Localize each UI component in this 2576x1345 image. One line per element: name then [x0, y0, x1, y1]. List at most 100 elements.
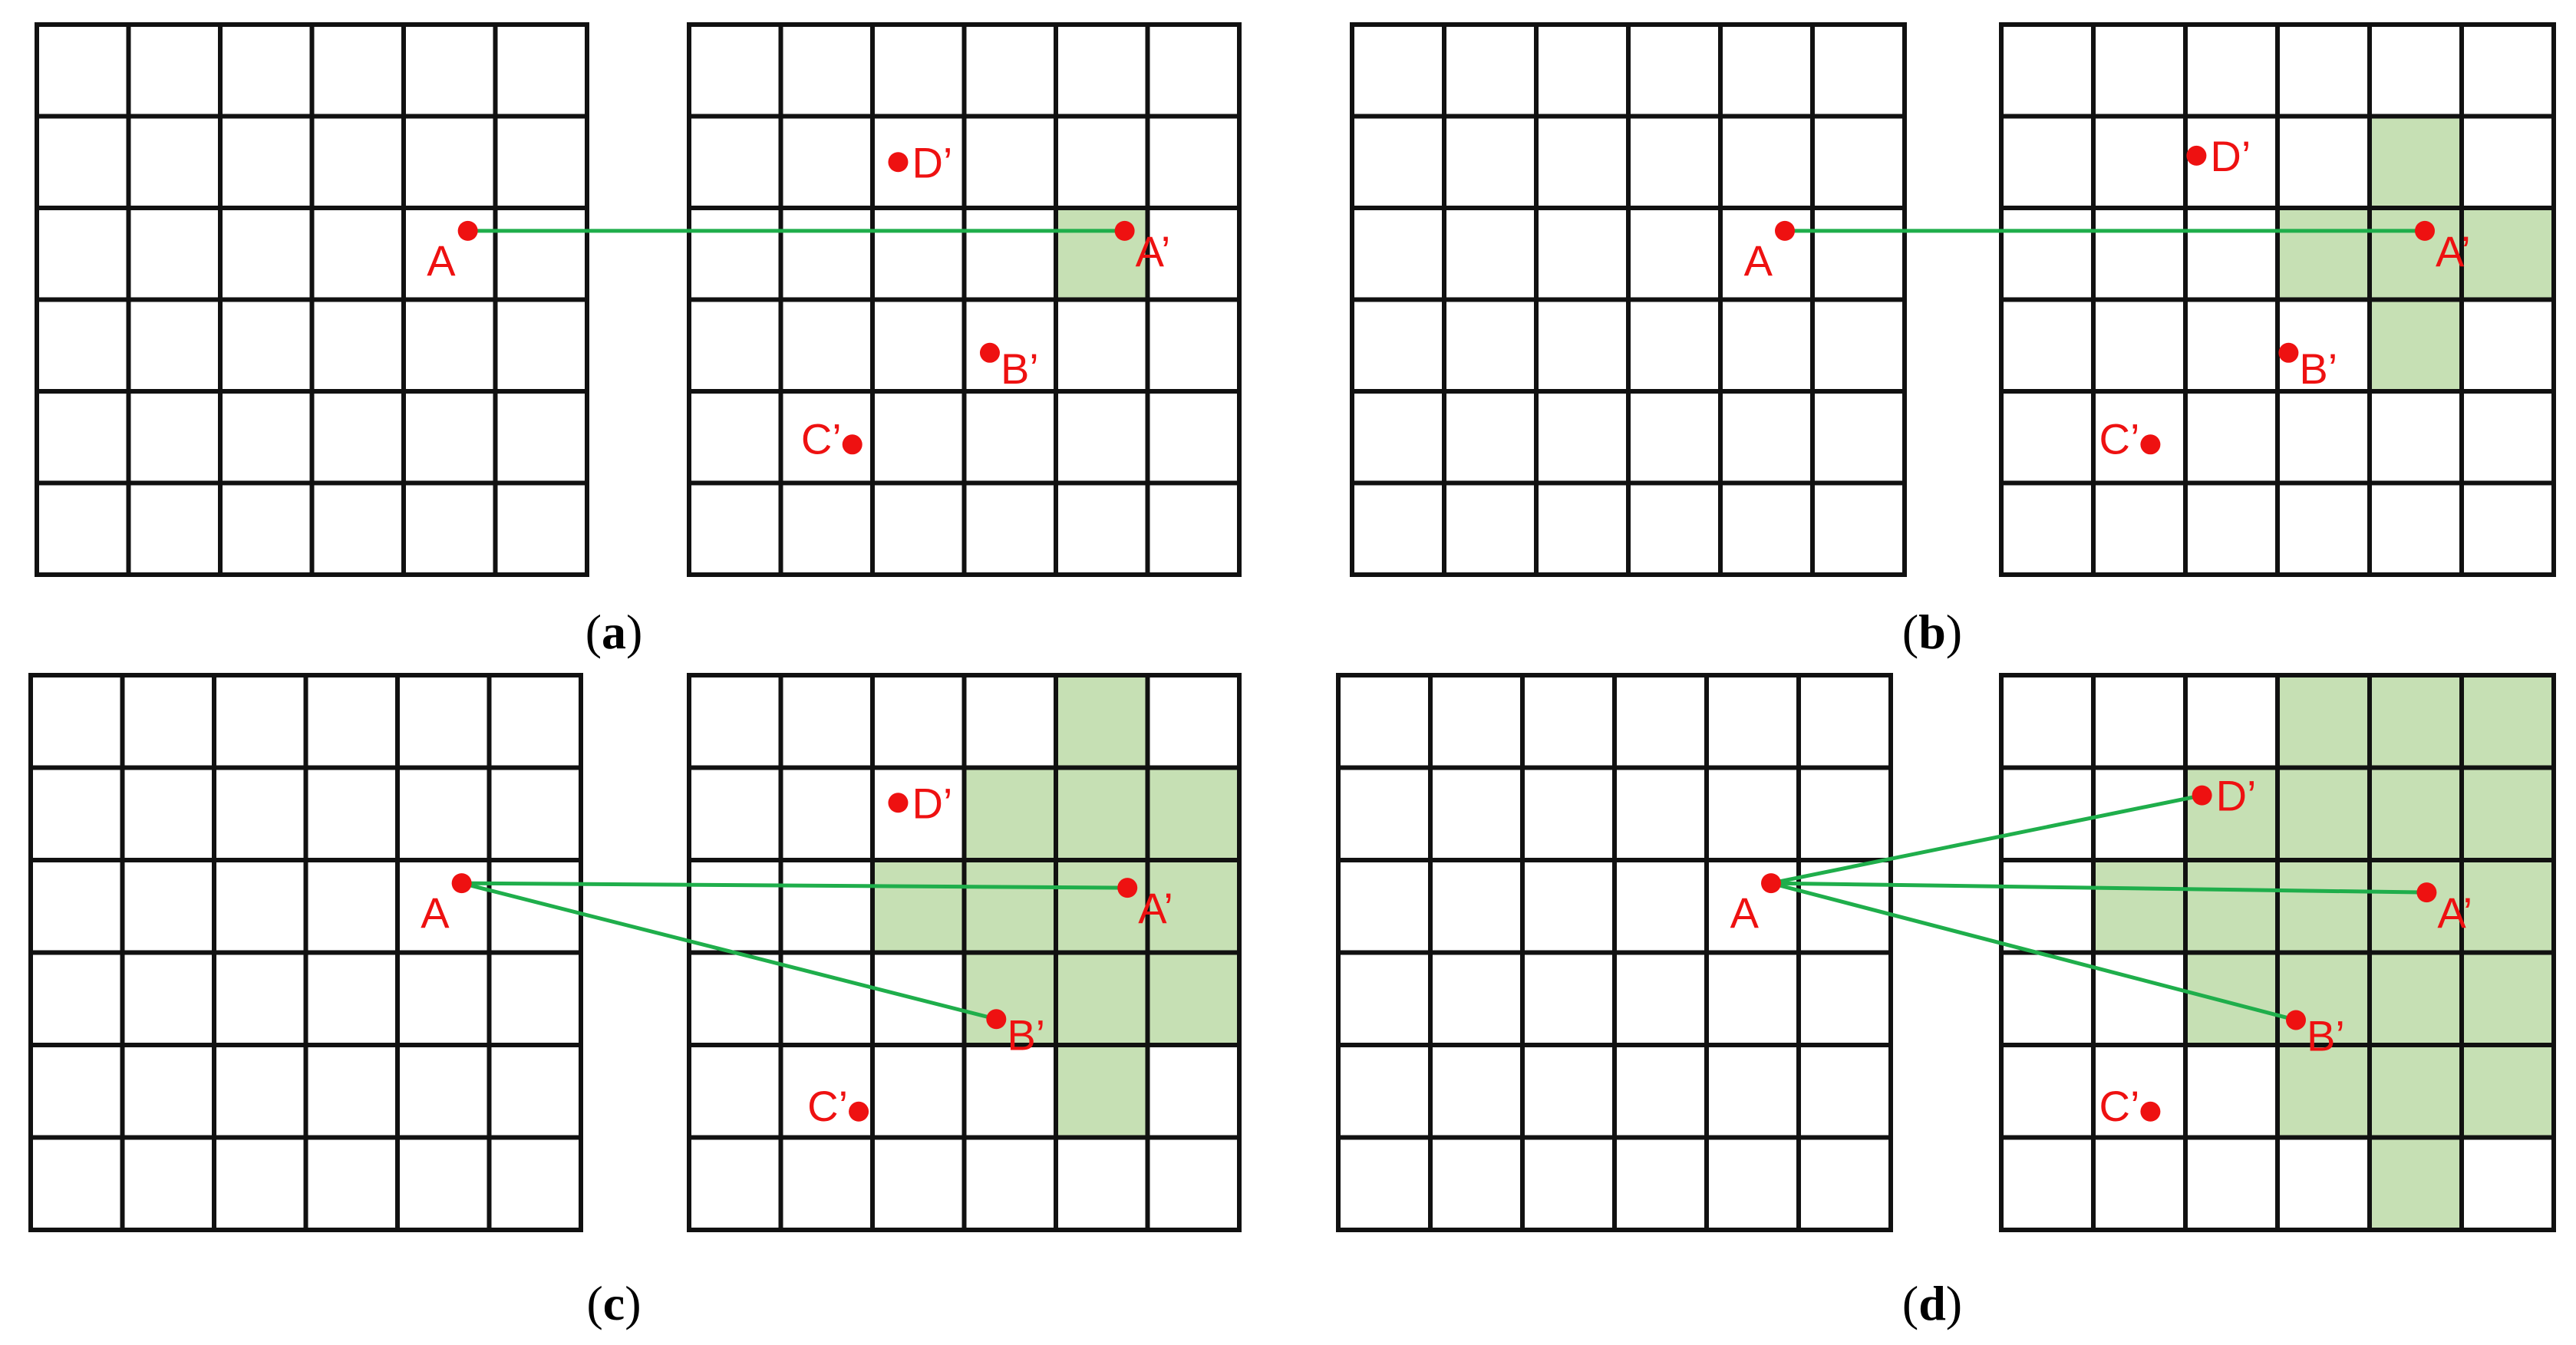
target-point-c [849, 1101, 869, 1122]
target-point-label-b: B’ [1007, 1010, 1045, 1059]
target-point-label-a: A’ [1136, 227, 1171, 275]
target-point-c [2140, 1101, 2161, 1122]
candidate-cell [2278, 767, 2370, 860]
target-point-label-b: B’ [2307, 1011, 2345, 1060]
panel-caption: (a) [585, 605, 643, 659]
source-point-label: A [427, 236, 456, 285]
candidate-cell [2370, 116, 2462, 208]
target-point-a [2416, 882, 2437, 903]
target-point-d [888, 152, 909, 173]
target-point-a [1114, 220, 1135, 241]
panel-caption: (c) [586, 1276, 641, 1330]
candidate-cell [2370, 1137, 2462, 1230]
candidate-cell [2278, 1045, 2370, 1138]
candidate-cell [2370, 1045, 2462, 1138]
candidate-cell [2462, 675, 2554, 768]
source-point [1775, 220, 1795, 241]
candidate-cell [2278, 952, 2370, 1045]
match-line-a [1769, 881, 2429, 895]
target-point-label-a: A’ [2437, 888, 2472, 937]
candidate-cell [2462, 1045, 2554, 1138]
target-point-c [842, 434, 863, 455]
panel-b: A A’ B’ C’ D’ (b) [1350, 22, 2556, 659]
panel-c: A A’ B’ C’ D’ (c) [28, 673, 1242, 1330]
candidate-cell [2370, 675, 2462, 768]
target-point-d [888, 793, 909, 813]
target-point-label-d: D’ [2210, 132, 2251, 180]
source-grid [1336, 673, 1893, 1232]
source-point-label: A [1730, 888, 1760, 937]
candidate-cell [2370, 299, 2462, 391]
candidate-cell [2278, 860, 2370, 953]
target-point-label-a: A’ [1138, 884, 1173, 932]
target-point-a [1117, 878, 1138, 898]
source-point [457, 220, 478, 241]
candidate-cell [2370, 952, 2462, 1045]
target-point-c [2140, 434, 2161, 455]
panel-caption: (b) [1902, 605, 1962, 659]
panel-a: A A’ B’ C’ D’ (a) [35, 22, 1242, 659]
candidate-cell [1056, 952, 1148, 1045]
source-point-label: A [421, 888, 450, 937]
panel-d: A A’ B’ C’ D’ (d) [1336, 673, 2556, 1330]
target-grid [1999, 22, 2556, 577]
match-line-d [1769, 793, 2205, 885]
target-point-a [2415, 220, 2435, 241]
target-point-label-c: C’ [801, 414, 842, 463]
source-point [1761, 873, 1781, 894]
candidate-cell [2185, 952, 2278, 1045]
candidate-cell [2462, 952, 2554, 1045]
candidate-cell [964, 860, 1056, 953]
candidate-cell [1056, 767, 1148, 860]
target-point-d [2186, 145, 2207, 166]
source-grid [35, 22, 589, 577]
target-point-b [2278, 342, 2299, 363]
candidate-cell [1056, 1045, 1148, 1138]
source-grid [28, 673, 583, 1232]
target-grid [1999, 673, 2556, 1232]
candidate-cell [2278, 208, 2370, 300]
target-point-b [986, 1009, 1007, 1030]
candidate-cell [1147, 952, 1239, 1045]
source-point [451, 873, 472, 894]
target-grid [687, 22, 1242, 577]
target-point-b [979, 342, 1000, 363]
candidate-cell [2370, 208, 2462, 300]
target-point-label-a: A’ [2436, 227, 2471, 275]
candidate-cell [2370, 860, 2462, 953]
match-line-b [460, 881, 998, 1021]
candidate-cell [2093, 860, 2185, 953]
candidate-cell [1056, 860, 1148, 953]
target-point-label-c: C’ [807, 1082, 848, 1130]
candidate-cell [872, 860, 965, 953]
source-grid [1350, 22, 1907, 577]
candidate-cell [1147, 860, 1239, 953]
candidate-cell [1056, 208, 1148, 300]
target-point-label-d: D’ [912, 779, 952, 827]
target-point-label-b: B’ [2299, 344, 2337, 393]
candidate-cell [2185, 767, 2278, 860]
candidate-cell [2462, 767, 2554, 860]
panel-caption: (d) [1902, 1276, 1962, 1330]
target-point-label-d: D’ [2216, 772, 2257, 820]
candidate-cell [964, 767, 1056, 860]
candidate-cell [2370, 767, 2462, 860]
target-point-d [2192, 785, 2212, 806]
candidate-cell [2278, 675, 2370, 768]
target-point-label-d: D’ [912, 138, 952, 186]
candidate-cell [964, 952, 1056, 1045]
target-point-label-c: C’ [2099, 414, 2140, 463]
target-point-b [2286, 1010, 2306, 1030]
match-line-a [460, 881, 1130, 890]
candidate-cell [1056, 675, 1148, 768]
candidate-cell [1147, 767, 1239, 860]
target-point-label-c: C’ [2099, 1082, 2140, 1130]
match-line-b [1769, 881, 2298, 1022]
source-point-label: A [1744, 236, 1773, 285]
target-grid [687, 673, 1242, 1232]
candidate-cell [2462, 208, 2554, 300]
candidate-cell [2462, 860, 2554, 953]
target-point-label-b: B’ [1001, 344, 1039, 393]
candidate-cell [2185, 860, 2278, 953]
